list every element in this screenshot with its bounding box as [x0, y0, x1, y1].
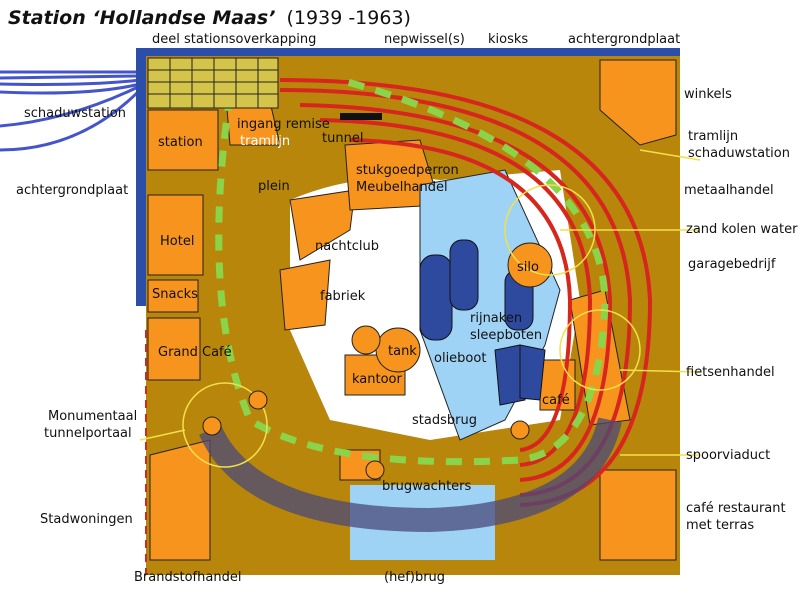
area-tunnel: tunnel — [322, 131, 363, 146]
area-ingang-remise: ingang remise — [237, 117, 330, 132]
label-garagebedrijf: garagebedrijf — [688, 257, 776, 272]
area-fabriek: fabriek — [320, 289, 366, 304]
area-stadsbrug: stadsbrug — [412, 413, 477, 428]
area-rijnaken: rijnaken — [470, 311, 522, 326]
label-fietsenhandel: fietsenhandel — [686, 365, 775, 380]
area-hotel: Hotel — [160, 234, 194, 249]
area-station: station — [158, 135, 203, 150]
area-tramlijn: tramlijn — [240, 134, 290, 149]
label-tunnelportaal: tunnelportaal — [44, 426, 132, 441]
label-zand-kolen-water: zand kolen water — [686, 222, 798, 237]
label-hefbrug: (hef)brug — [384, 570, 445, 585]
label-brandstofhandel: Brandstofhandel — [134, 570, 241, 585]
baseboard-frame — [136, 48, 680, 306]
area-brugwachters: brugwachters — [382, 479, 472, 494]
label-tramlijn-right: tramlijn — [688, 129, 738, 144]
label-schaduwstation: schaduwstation — [24, 106, 126, 121]
label-achtergrondplaat-top: achtergrondplaat — [568, 32, 680, 47]
area-sleepboten: sleepboten — [470, 328, 542, 343]
station-roof — [147, 57, 279, 109]
label-schaduwstation-right: schaduwstation — [688, 146, 790, 161]
outer-labels: deel stationsoverkapping nepwissel(s) ki… — [16, 32, 798, 585]
area-grand-cafe: Grand Café — [158, 345, 232, 360]
area-snacks: Snacks — [152, 287, 198, 302]
svg-text:Station ‘Hollandse Maas’ (: Station ‘Hollandse Maas’ (1939 -1963) — [8, 7, 411, 29]
boats — [419, 239, 546, 406]
label-stationsoverkapping: deel stationsoverkapping — [152, 32, 316, 47]
label-winkels: winkels — [684, 87, 732, 102]
shadow-station-tracks — [0, 70, 142, 152]
area-stukgoedperron: stukgoedperron — [356, 163, 459, 178]
label-kiosks: kiosks — [488, 32, 528, 47]
diagram-years: (1939 -1963) — [287, 7, 411, 29]
area-plein: plein — [258, 179, 290, 194]
tunnel-bar — [340, 113, 382, 120]
track-rings — [279, 78, 653, 507]
viaduct-band — [199, 417, 622, 533]
area-nachtclub: nachtclub — [315, 239, 379, 254]
round-structures — [351, 242, 553, 373]
label-stadwoningen: Stadwoningen — [40, 512, 133, 527]
area-cafe: café — [542, 393, 570, 408]
label-monumentaal: Monumentaal — [48, 409, 137, 424]
label-nepwissels: nepwissel(s) — [384, 32, 465, 47]
markers — [202, 390, 530, 480]
label-achtergrondplaat-left: achtergrondplaat — [16, 183, 128, 198]
area-olieboot: olieboot — [434, 351, 486, 366]
label-cafe-restaurant: café restaurant — [686, 501, 786, 516]
label-spoorviaduct: spoorviaduct — [686, 448, 770, 463]
inner-labels: station Hotel Snacks Grand Café plein in… — [152, 117, 570, 494]
tram-line-path — [215, 76, 609, 466]
area-silo: silo — [517, 260, 539, 275]
leader-lines — [139, 149, 701, 468]
label-met-terras: met terras — [686, 518, 754, 533]
area-kantoor: kantoor — [352, 372, 403, 387]
area-meubelhandel: Meubelhandel — [356, 180, 448, 195]
area-tank: tank — [388, 344, 417, 359]
label-metaalhandel: metaalhandel — [684, 183, 774, 198]
diagram-title: Station ‘Hollandse Maas’ — [8, 7, 275, 29]
